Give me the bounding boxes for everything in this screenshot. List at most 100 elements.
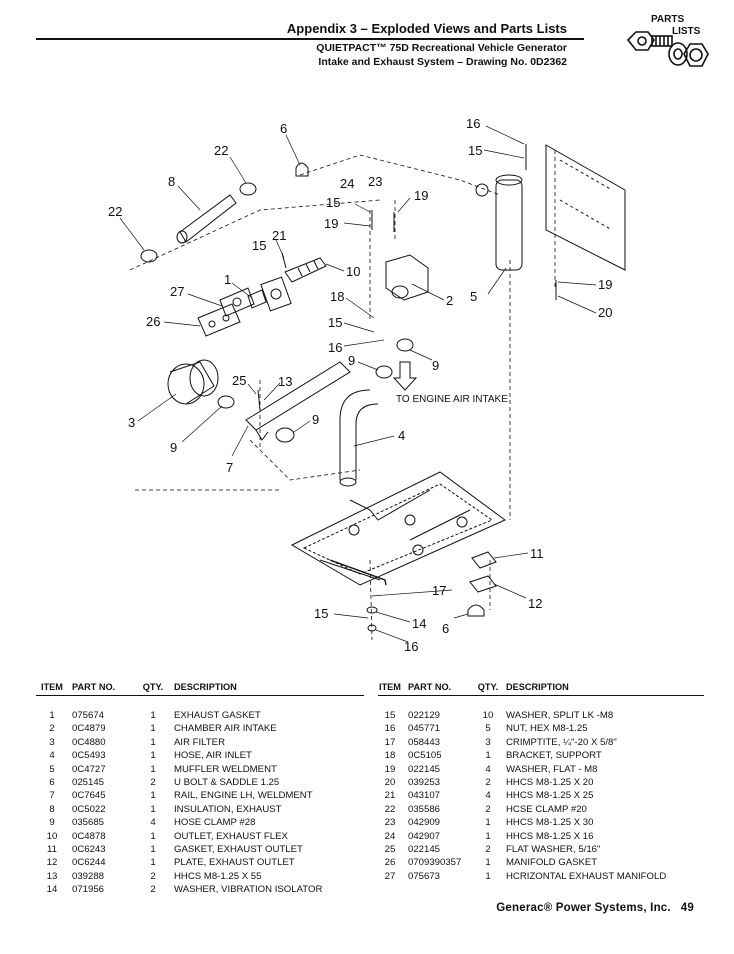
qty-cell: 4 xyxy=(485,790,491,802)
qty-cell: 1 xyxy=(150,830,156,842)
header-item: ITEM xyxy=(379,682,401,692)
callout-19-a: 19 xyxy=(324,216,338,231)
description-cell: PLATE, EXHAUST OUTLET xyxy=(174,857,295,869)
part-no-cell: 022129 xyxy=(408,710,441,721)
part-no-cell: 075674 xyxy=(72,710,105,721)
callout-13: 13 xyxy=(278,374,292,389)
callout-27: 27 xyxy=(170,284,184,299)
part-no-cell: 0C4727 xyxy=(72,763,106,775)
description-cell: HHCS M8-1.25 X 30 xyxy=(506,817,594,829)
item-cell: 15 xyxy=(384,710,396,721)
item-cell: 3 xyxy=(49,736,55,748)
item-cell: 19 xyxy=(384,763,396,775)
table-row: 15 022129 10 WASHER, SPLIT LK -M8 xyxy=(378,709,704,722)
callout-4: 4 xyxy=(398,428,405,443)
callout-9-c: 9 xyxy=(312,412,319,427)
callout-3: 3 xyxy=(128,415,135,430)
part-no-cell: 0C6243 xyxy=(72,843,106,855)
item-cell: 8 xyxy=(49,803,55,815)
part-no-cell: 039288 xyxy=(72,870,105,882)
part-no-cell: 0C5105 xyxy=(408,750,442,762)
item-cell: 4 xyxy=(49,750,55,762)
item-cell: 27 xyxy=(384,870,396,882)
part-no-cell: 0C4879 xyxy=(72,723,106,735)
callout-2: 2 xyxy=(446,293,453,308)
description-cell: HCRIZONTAL EXHAUST MANIFOLD xyxy=(506,870,667,882)
callout-22-left: 22 xyxy=(108,204,122,219)
description-cell: GASKET, EXHAUST OUTLET xyxy=(174,843,303,855)
item-cell: 26 xyxy=(384,857,396,869)
callout-24: 24 xyxy=(340,176,354,191)
callout-21: 21 xyxy=(272,228,286,243)
qty-cell: 2 xyxy=(150,776,156,788)
part-no-cell: 045771 xyxy=(408,723,441,735)
part-no-cell: 0C7645 xyxy=(72,790,106,802)
qty-cell: 2 xyxy=(150,870,156,882)
description-cell: HHCS M8-1.25 X 25 xyxy=(506,790,594,802)
item-cell: 12 xyxy=(46,857,58,869)
description-cell: EXHAUST GASKET xyxy=(174,710,261,721)
page-number: 49 xyxy=(680,902,694,914)
item-cell: 24 xyxy=(384,830,396,842)
header-item: ITEM xyxy=(41,682,63,692)
qty-cell: 3 xyxy=(485,736,491,748)
callout-6-bottom: 6 xyxy=(442,621,449,636)
description-cell: WASHER, FLAT - M8 xyxy=(506,763,598,775)
item-cell: 10 xyxy=(46,830,58,842)
qty-cell: 1 xyxy=(150,736,156,748)
qty-cell: 10 xyxy=(482,710,494,721)
description-cell: FLAT WASHER, 5/16" xyxy=(506,843,601,855)
part-no-cell: 0C6244 xyxy=(72,857,106,869)
part-no-cell: 0C4878 xyxy=(72,830,106,842)
header-description: DESCRIPTION xyxy=(174,682,237,692)
company-name: Generac® Power Systems, Inc. xyxy=(496,902,671,914)
item-cell: 5 xyxy=(49,763,55,775)
callout-26: 26 xyxy=(146,314,160,329)
description-cell: INSULATION, EXHAUST xyxy=(174,803,282,815)
callout-20: 20 xyxy=(598,305,612,320)
item-cell: 2 xyxy=(49,723,55,735)
description-cell: MANIFOLD GASKET xyxy=(506,857,598,869)
part-no-cell: 058443 xyxy=(408,736,441,748)
description-cell: CHAMBER AIR INTAKE xyxy=(174,723,277,735)
item-cell: 6 xyxy=(49,776,55,788)
callout-16-mid: 16 xyxy=(328,340,342,355)
drawing-title: Intake and Exhaust System – Drawing No. … xyxy=(318,56,567,68)
callout-9-a: 9 xyxy=(348,353,355,368)
description-cell: WASHER, SPLIT LK -M8 xyxy=(506,710,614,721)
callout-11: 11 xyxy=(530,546,544,561)
part-no-cell: 039253 xyxy=(408,776,441,788)
qty-cell: 2 xyxy=(150,884,156,896)
qty-cell: 1 xyxy=(150,790,156,802)
callout-16-top: 16 xyxy=(466,116,480,131)
part-no-cell: 025145 xyxy=(72,776,105,788)
description-cell: NUT, HEX M8-1.25 xyxy=(506,723,588,735)
part-no-cell: 042909 xyxy=(408,817,441,829)
callout-5: 5 xyxy=(470,289,477,304)
callout-12: 12 xyxy=(528,596,542,611)
description-cell: WASHER, VIBRATION ISOLATOR xyxy=(174,884,323,896)
exploded-view-diagram: 6 22 8 22 24 23 19 15 19 16 15 21 15 10 … xyxy=(108,116,626,654)
callout-17: 17 xyxy=(432,583,446,598)
qty-cell: 2 xyxy=(485,803,491,815)
part-no-cell: 071956 xyxy=(72,884,105,896)
item-cell: 13 xyxy=(46,870,58,882)
header-qty: QTY. xyxy=(142,682,164,692)
item-cell: 18 xyxy=(384,750,396,762)
callout-15-b: 15 xyxy=(252,238,266,253)
description-cell: MUFFLER WELDMENT xyxy=(174,763,277,775)
page-title: Appendix 3 – Exploded Views and Parts Li… xyxy=(286,21,567,36)
description-cell: BRACKET, SUPPORT xyxy=(506,750,602,762)
qty-cell: 1 xyxy=(485,857,491,869)
description-cell: CRIMPTITE, ¼"-20 X 5/8" xyxy=(506,736,617,748)
part-no-cell: 0C5493 xyxy=(72,750,106,762)
